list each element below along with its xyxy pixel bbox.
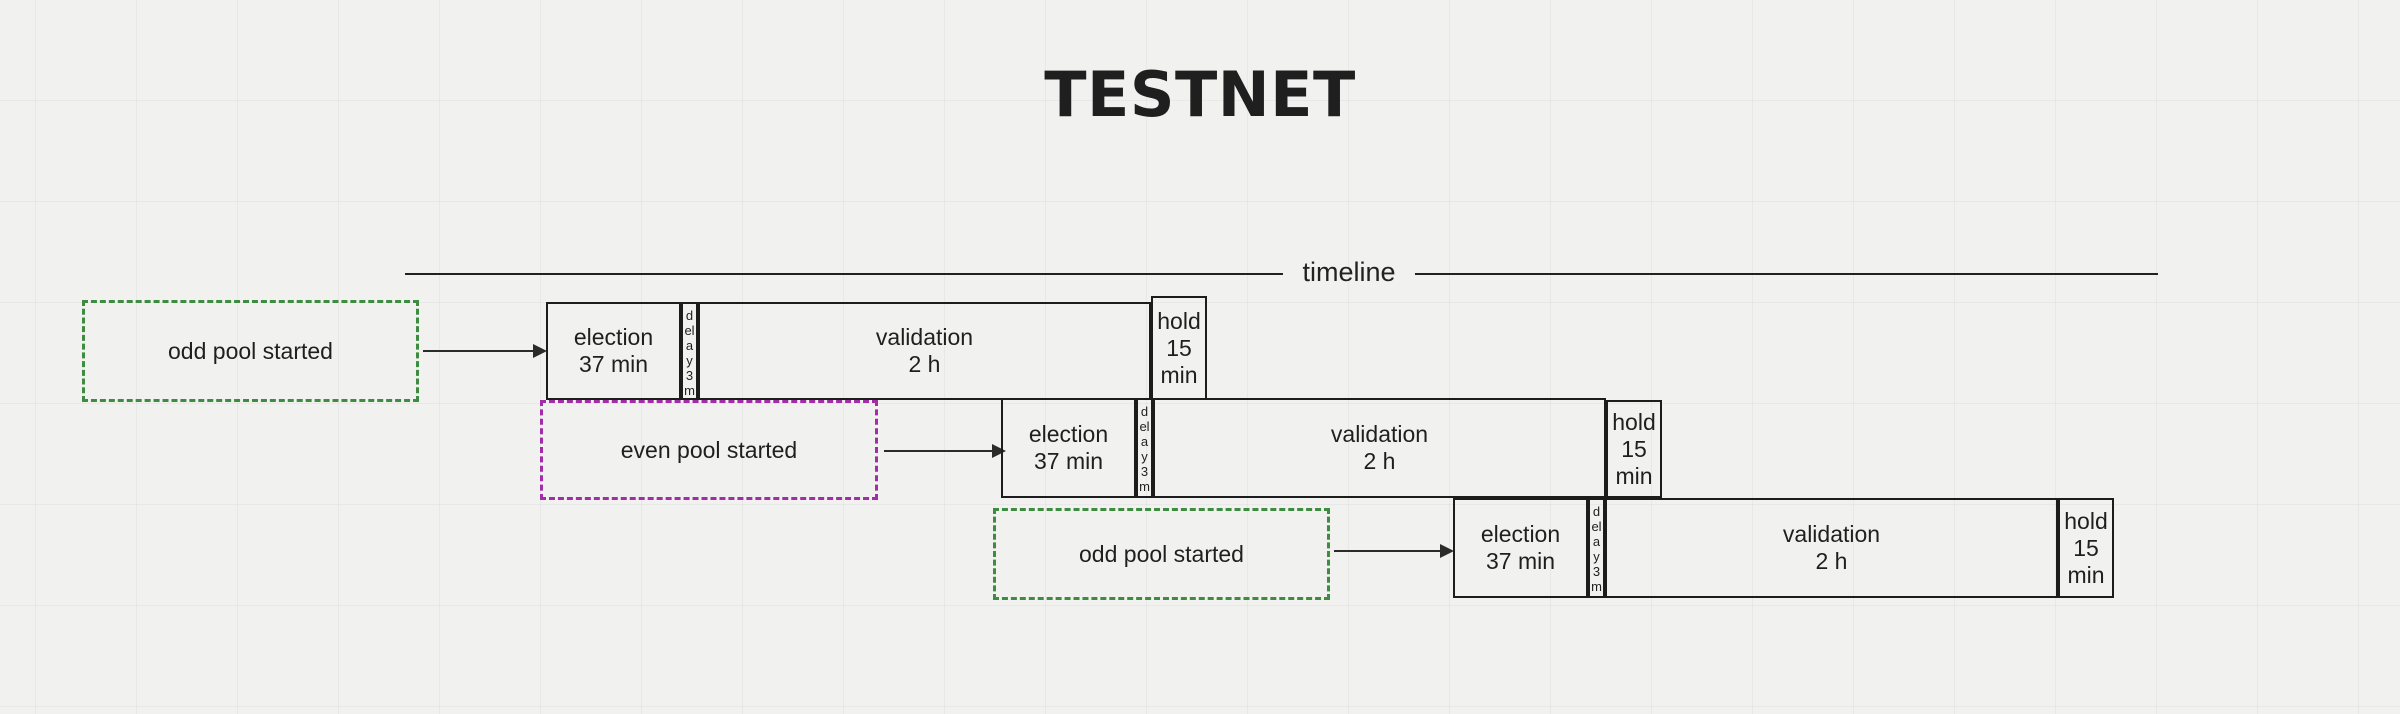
phase-row-3-delay: delay 3 min <box>1588 498 1605 598</box>
phase-label-line2: 37 min <box>578 351 649 377</box>
phase-label-line1: delay 3 min <box>1139 404 1150 496</box>
note-row-2-label: even pool started <box>620 436 798 463</box>
phase-label-line1: delay 3 min <box>684 308 695 398</box>
phase-label-line3: min <box>2067 561 2105 588</box>
phase-label-line1: election <box>1480 521 1561 547</box>
phase-label-line1: validation <box>1330 421 1429 447</box>
phase-row-3-election: election 37 min <box>1453 498 1588 598</box>
phase-label-line1: hold <box>2064 507 2108 534</box>
timeline-label: timeline <box>1302 257 1396 287</box>
note-row-1: odd pool started <box>82 300 419 402</box>
phase-row-1-hold: hold 15 min <box>1151 296 1207 400</box>
phase-row-1-delay: delay 3 min <box>681 302 698 400</box>
phase-label-line2: 15 <box>1166 334 1192 361</box>
timeline-axis: timeline <box>405 257 2158 287</box>
phase-row-2-hold: hold 15 min <box>1606 400 1662 498</box>
phase-row-3-hold: hold 15 min <box>2058 498 2114 598</box>
phase-row-1-validation: validation 2 h <box>698 302 1151 400</box>
phase-row-3-validation: validation 2 h <box>1605 498 2058 598</box>
note-row-3-label: odd pool started <box>1079 540 1244 567</box>
phase-label-line1: validation <box>1782 521 1881 547</box>
arrow-row-3 <box>1334 544 1454 558</box>
note-row-2: even pool started <box>540 400 878 500</box>
note-row-1-label: odd pool started <box>168 337 333 364</box>
timeline-rule-right <box>1415 273 2158 275</box>
phase-label-line2: 37 min <box>1033 448 1104 474</box>
phase-label-line3: min <box>1160 361 1198 388</box>
phase-label-line3: min <box>1615 462 1653 489</box>
timeline-rule-left <box>405 273 1283 275</box>
phase-label-line2: 15 <box>2073 534 2099 561</box>
note-row-3: odd pool started <box>993 508 1330 600</box>
phase-label-line2: 2 h <box>1363 448 1396 474</box>
phase-label-line1: hold <box>1612 408 1656 435</box>
phase-label-line1: election <box>1028 421 1109 447</box>
arrow-row-1 <box>423 344 547 358</box>
phase-row-2-validation: validation 2 h <box>1153 398 1606 498</box>
phase-label-line1: election <box>573 324 654 350</box>
phase-label-line1: delay 3 min <box>1591 504 1602 596</box>
phase-label-line1: validation <box>875 324 974 350</box>
phase-label-line2: 37 min <box>1485 548 1556 574</box>
arrow-row-2 <box>884 444 1006 458</box>
page-title: TESTNET <box>1044 58 1356 131</box>
phase-row-2-election: election 37 min <box>1001 398 1136 498</box>
phase-label-line2: 2 h <box>1815 548 1848 574</box>
phase-row-2-delay: delay 3 min <box>1136 398 1153 498</box>
phase-label-line2: 2 h <box>908 351 941 377</box>
phase-label-line1: hold <box>1157 307 1201 334</box>
phase-row-1-election: election 37 min <box>546 302 681 400</box>
phase-label-line2: 15 <box>1621 435 1647 462</box>
